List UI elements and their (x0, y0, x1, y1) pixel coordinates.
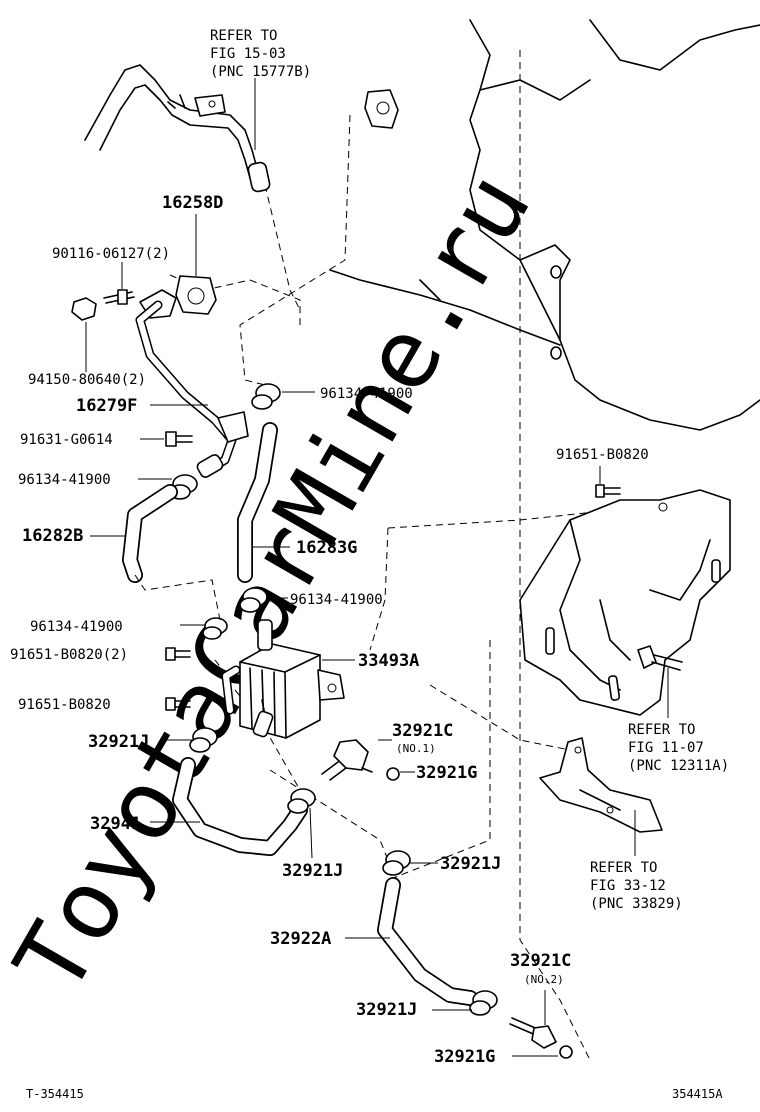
label-90116: 90116-06127(2) (52, 246, 170, 262)
svg-text:REFER TO: REFER TO (628, 722, 695, 738)
ref-fig33-12: REFER TO FIG 33-12 (PNC 33829) (590, 860, 683, 912)
hose-32922A (345, 877, 478, 1006)
clamp-32921J-a (165, 727, 218, 753)
hose-16282B (122, 484, 178, 583)
label-96134-a: 96134-41900 (18, 472, 111, 488)
label-16258D: 16258D (162, 193, 223, 213)
label-94150: 94150-80640(2) (28, 372, 146, 388)
label-32921G-b: 32921G (434, 1047, 495, 1067)
clamp-32921J-d (432, 990, 498, 1016)
hose-16283G (237, 422, 290, 583)
bolt-91651-bracket (595, 466, 621, 498)
hose-32941 (150, 757, 308, 856)
flange-plate-top (364, 89, 399, 129)
clamp-96134-b (251, 383, 315, 410)
label-96134-c: 96134-41900 (290, 592, 383, 608)
svg-text:FIG 11-07: FIG 11-07 (628, 740, 704, 756)
svg-text:(PNC 15777B): (PNC 15777B) (210, 64, 311, 80)
label-33493A: 33493A (358, 651, 419, 671)
clamp-96134-d (180, 617, 228, 640)
union-32921C-no1 (321, 739, 392, 781)
stud-90116 (103, 262, 135, 305)
label-32921C-2: 32921C (510, 951, 571, 971)
oring-32921G-b (512, 1045, 573, 1059)
label-32921C-2-sub: (NO.2) (524, 973, 564, 986)
clamp-96134-c (239, 587, 288, 613)
label-32921J-c: 32921J (440, 854, 501, 874)
union-32921C-no2 (509, 990, 557, 1049)
bolt-91651-single (165, 697, 191, 711)
oil-cooler-33493A (221, 619, 355, 739)
nut-94150 (71, 297, 97, 372)
bracket-fig33-12 (539, 737, 663, 856)
label-16282B: 16282B (22, 526, 83, 546)
svg-text:REFER TO: REFER TO (590, 860, 657, 876)
label-96134-b: 96134-41900 (320, 386, 413, 402)
watermark: ToyotaCarMine.ru (0, 155, 552, 1012)
label-32921G-a: 32921G (416, 763, 477, 783)
bolt-91631 (165, 431, 193, 447)
svg-text:(PNC 33829): (PNC 33829) (590, 896, 683, 912)
pipe-fig15-03 (84, 64, 271, 193)
label-96134-d: 96134-41900 (30, 619, 123, 635)
oring-32921G-a (386, 767, 415, 781)
figure-code-left: T-354415 (26, 1087, 84, 1101)
label-32921J-b: 32921J (282, 861, 343, 881)
label-32922A: 32922A (270, 929, 331, 949)
gasket-16258D (175, 214, 217, 315)
label-91651-a: 91651-B0820 (18, 697, 111, 713)
svg-text:REFER TO: REFER TO (210, 28, 277, 44)
bracket-fig11-07 (519, 489, 731, 718)
svg-text:FIG 33-12: FIG 33-12 (590, 878, 666, 894)
ref-fig15-03: REFER TO FIG 15-03 (PNC 15777B) (210, 28, 311, 80)
bolt-91651-pair (165, 647, 191, 661)
label-91651-2: 91651-B0820(2) (10, 647, 128, 663)
figure-code-right: 354415A (672, 1087, 723, 1101)
label-32921C-1: 32921C (392, 721, 453, 741)
svg-text:FIG 15-03: FIG 15-03 (210, 46, 286, 62)
label-32941: 32941 (90, 814, 141, 834)
ref-fig11-07: REFER TO FIG 11-07 (PNC 12311A) (628, 722, 729, 774)
clamp-32921J-c (382, 850, 438, 876)
label-32921C-1-sub: (NO.1) (396, 742, 436, 755)
clamp-32921J-b (287, 788, 316, 859)
label-32921J-a: 32921J (88, 732, 149, 752)
label-91651-b: 91651-B0820 (556, 447, 649, 463)
label-16283G: 16283G (296, 538, 357, 558)
label-32921J-d: 32921J (356, 1000, 417, 1020)
svg-text:(PNC 12311A): (PNC 12311A) (628, 758, 729, 774)
pipe-16279F (135, 289, 249, 478)
label-16279F: 16279F (76, 396, 137, 416)
label-91631: 91631-G0614 (20, 432, 113, 448)
engine-block (329, 19, 760, 431)
